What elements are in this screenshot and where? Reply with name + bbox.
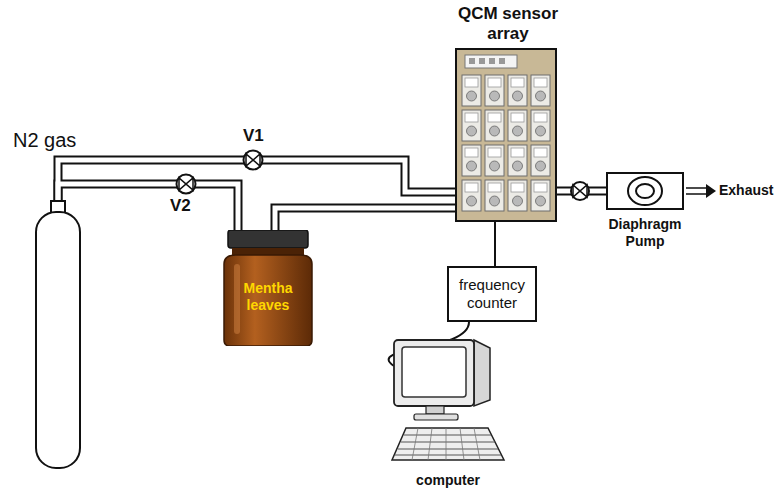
sample-jar: Mentha leaves — [220, 230, 316, 346]
exhaust-arrow — [686, 184, 716, 198]
valve-label: V2 — [170, 196, 191, 216]
node-text: frequency counter — [455, 276, 529, 312]
valve-symbol — [177, 175, 196, 194]
node-text: Mentha leaves — [228, 280, 308, 314]
gas-tube — [275, 208, 455, 230]
outlet-label: Exhaust — [719, 182, 773, 198]
sensor-array-box: QCM sensor array — [455, 48, 557, 222]
sensor-array-box-outline — [457, 50, 555, 220]
node-text: N2 gas — [13, 128, 76, 152]
node-text: QCM sensor array — [451, 4, 565, 45]
computer-icon-outline — [388, 336, 508, 466]
node-text: Diaphragm Pump — [599, 216, 691, 250]
node-text: computer — [388, 472, 508, 489]
gas-tube — [58, 184, 238, 230]
valve-label: V1 — [243, 126, 264, 146]
diaphragm-pump: Diaphragm Pump — [606, 172, 684, 210]
valve-symbol — [244, 151, 263, 170]
computer-icon: computer — [388, 336, 508, 466]
gas-tube-bore — [275, 208, 455, 230]
frequency-counter-box: frequency counter — [447, 266, 537, 322]
gas-cylinder-outline — [35, 200, 81, 470]
gas-tube-bore — [58, 184, 238, 230]
gas-cylinder: N2 gas — [35, 200, 81, 470]
signal-line — [494, 222, 496, 266]
valve-symbol — [571, 182, 589, 200]
diaphragm-pump-outline — [606, 172, 684, 210]
